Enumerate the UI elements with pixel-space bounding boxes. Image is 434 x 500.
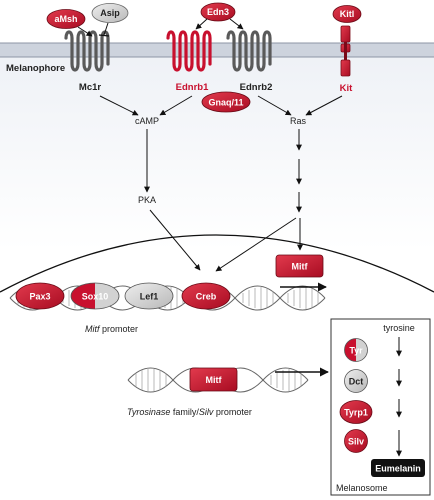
ednrb1-receptor: [166, 30, 212, 72]
gnaq-label: Gnaq/11: [208, 98, 243, 108]
pax3-label: Pax3: [29, 292, 50, 302]
eumelanin-box: Eumelanin: [371, 459, 425, 477]
mc1r-to-camp-arrow: [99, 95, 139, 116]
creb-factor: Creb: [181, 282, 231, 310]
sox10-factor: Sox10: [70, 282, 120, 310]
edn3-to-ednrb1-arrow: [195, 18, 208, 30]
ednrb2-label: Ednrb2: [240, 82, 273, 93]
silv-label: Silv: [348, 437, 364, 447]
amsh-label: aMsh: [54, 14, 77, 24]
gnaq-protein: Gnaq/11: [201, 91, 251, 113]
tyrosinase-promoter-label: Tyrosinase family/Silv promoter: [127, 407, 252, 417]
edn3-to-ednrb2-arrow: [229, 18, 244, 30]
mc1r-label: Mc1r: [79, 82, 101, 93]
tyr-promoter-italic1: Tyrosinase: [127, 407, 170, 417]
lef1-label: Lef1: [140, 292, 159, 302]
amsh-to-mc1r-arrow: [77, 26, 93, 37]
tyr-promoter-italic2: Silv: [199, 407, 214, 417]
silv-enzyme: Silv: [344, 429, 368, 453]
sox10-label: Sox10: [82, 292, 109, 302]
dct-label: Dct: [349, 377, 364, 387]
ras-label: Ras: [290, 116, 307, 126]
lef1-factor: Lef1: [124, 282, 174, 310]
pka-label: PKA: [138, 195, 156, 205]
tyrp1-enzyme: Tyrp1: [339, 400, 373, 424]
ras-to-creb-arrow: [215, 217, 297, 272]
ednrb2-to-ras-arrow: [257, 95, 292, 116]
tyrosine-label: tyrosine: [383, 323, 415, 333]
tyr-label: Tyr: [349, 346, 363, 356]
kitl-ligand: Kitl: [332, 5, 362, 23]
ednrb2-receptor: [226, 30, 272, 72]
melanophore-label: Melanophore: [6, 63, 65, 74]
edn3-ligand: Edn3: [200, 2, 236, 22]
tyrp1-label: Tyrp1: [344, 408, 368, 418]
nuclear-envelope: [0, 234, 434, 293]
tyr-promoter-rest: promoter: [213, 407, 252, 417]
asip-ligand: Asip: [91, 3, 129, 23]
asip-inhibit-mc1r: [98, 22, 110, 37]
creb-label: Creb: [196, 292, 217, 302]
pka-to-creb-arrow: [149, 209, 201, 271]
mitf-cyto-box: Mitf: [275, 254, 324, 278]
kit-to-ras-arrow: [305, 95, 343, 116]
mitf-promoter-rest: promoter: [100, 324, 139, 334]
edn3-label: Edn3: [207, 7, 229, 17]
tyr-enzyme: Tyr: [344, 338, 368, 362]
kit-label: Kit: [340, 83, 354, 94]
pax3-factor: Pax3: [15, 282, 65, 310]
mitf-cyto-label: Mitf: [292, 262, 309, 272]
eumelanin-label: Eumelanin: [375, 464, 421, 474]
kitl-label: Kitl: [340, 9, 355, 19]
melanosome-label: Melanosome: [336, 483, 388, 493]
mitf-dna-label: Mitf: [206, 375, 223, 385]
cytoplasm-region: [0, 50, 434, 250]
mitf-promoter-label: Mitf promoter: [85, 324, 138, 334]
dct-enzyme: Dct: [344, 369, 368, 393]
plasma-membrane: [0, 42, 434, 58]
mitf-dna-box: Mitf: [189, 367, 238, 392]
camp-label: cAMP: [135, 116, 159, 126]
kit-receptor: [340, 25, 351, 77]
tyr-promoter-mid: family/: [170, 407, 199, 417]
ednrb1-label: Ednrb1: [176, 82, 209, 93]
asip-label: Asip: [100, 8, 120, 18]
amsh-ligand: aMsh: [46, 9, 86, 29]
mitf-promoter-italic: Mitf: [85, 324, 101, 334]
mc1r-receptor: [64, 30, 110, 72]
ednrb1-to-camp-arrow: [159, 95, 193, 116]
